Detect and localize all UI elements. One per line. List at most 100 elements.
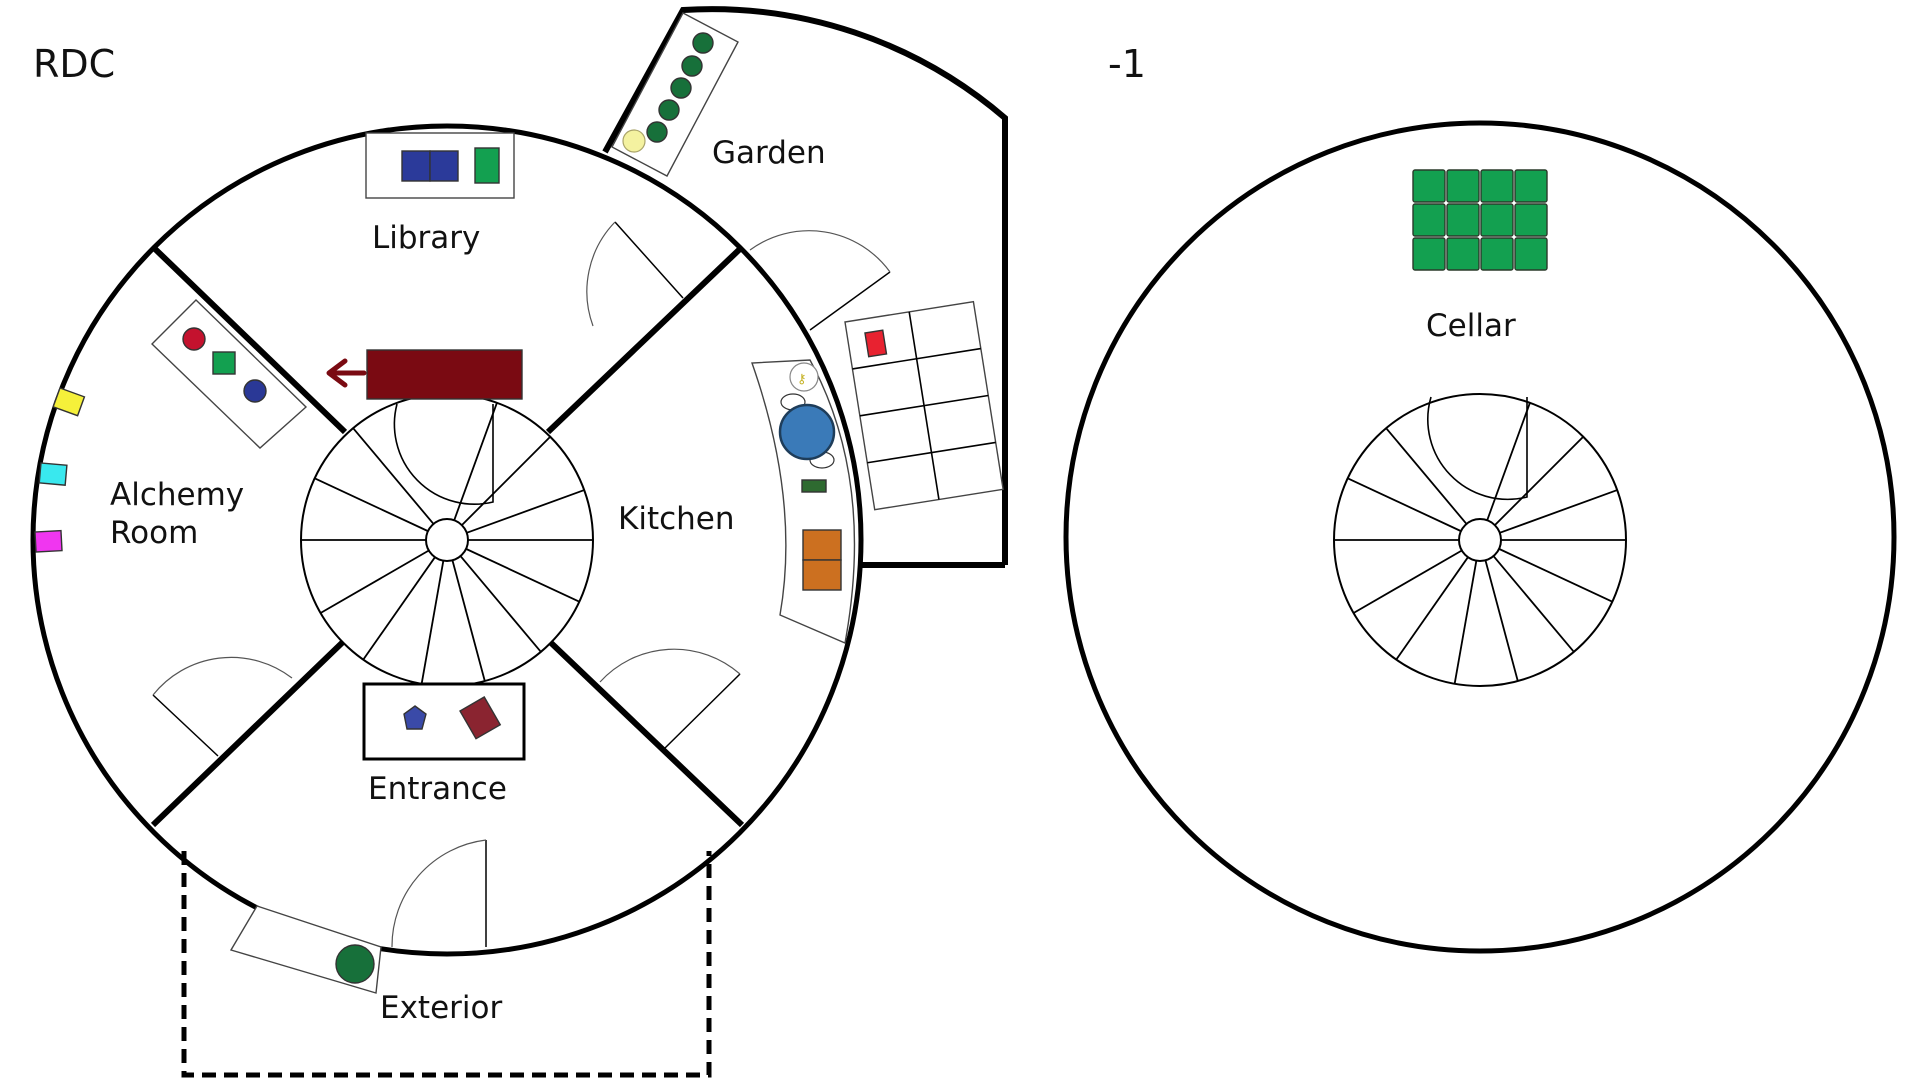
cellar-crate[interactable]	[1446, 169, 1480, 203]
alchemy-door[interactable]	[152, 656, 293, 757]
stair-step	[451, 560, 486, 682]
cellar-crate[interactable]	[1446, 237, 1480, 271]
grid-line	[852, 347, 981, 370]
room-label-alchemy-line1: Alchemy	[110, 477, 244, 513]
stair-step	[1486, 402, 1531, 521]
garden-outer-wall	[602, 6, 1008, 565]
flower-icon[interactable]	[670, 77, 692, 99]
stair-step	[459, 555, 542, 653]
door-leaf	[664, 673, 741, 749]
cellar-crate[interactable]	[1514, 203, 1548, 237]
stair-step	[1492, 555, 1575, 653]
interior-walls	[150, 244, 745, 828]
cellar-crate[interactable]	[1480, 203, 1514, 237]
door-leaf	[614, 221, 684, 299]
green-crystal-icon[interactable]	[212, 351, 236, 375]
room-label-exterior: Exterior	[380, 990, 502, 1026]
book-blue[interactable]	[429, 150, 459, 182]
kitchen-door[interactable]	[599, 648, 741, 749]
spiral-staircase-basement[interactable]	[1333, 393, 1627, 687]
garden-door[interactable]	[749, 230, 891, 331]
cellar-crate[interactable]	[1446, 203, 1480, 237]
kitchen-room[interactable]: ⚷ Kitchen	[618, 359, 856, 644]
orange-crate[interactable]	[802, 529, 842, 561]
orange-crate[interactable]	[802, 559, 842, 591]
cellar-crate[interactable]	[1514, 237, 1548, 271]
exterior-area[interactable]: Exterior	[229, 905, 502, 1026]
staircase-core	[425, 518, 469, 562]
lemon-icon[interactable]	[622, 129, 646, 153]
cellar-crate[interactable]	[1480, 237, 1514, 271]
front-door[interactable]	[391, 839, 487, 948]
cyan-marker[interactable]	[38, 462, 68, 486]
cellar-crate[interactable]	[1412, 169, 1446, 203]
navy-orb-icon[interactable]	[243, 379, 267, 403]
key-icon[interactable]: ⚷	[797, 372, 807, 387]
stair-step	[320, 549, 430, 614]
entrance-console[interactable]	[362, 682, 526, 761]
door-swing-arc	[586, 221, 616, 327]
garden-plot-red[interactable]	[864, 329, 888, 358]
door-swing-arc	[152, 656, 293, 696]
room-label-entrance: Entrance	[368, 771, 507, 807]
blue-gem-icon[interactable]	[403, 705, 427, 730]
stair-step	[352, 427, 435, 525]
kitchen-table[interactable]	[778, 403, 836, 461]
garden-flowers	[622, 32, 714, 153]
book-blue[interactable]	[401, 150, 431, 182]
cellar-crate[interactable]	[1480, 169, 1514, 203]
staircase-core	[1458, 518, 1502, 562]
garden-area[interactable]	[602, 6, 1008, 568]
yellow-marker[interactable]	[52, 387, 86, 417]
flower-icon[interactable]	[658, 99, 680, 121]
red-chest-icon[interactable]	[459, 696, 502, 740]
kitchen-green-item[interactable]	[801, 479, 827, 493]
stair-step	[465, 548, 580, 603]
stair-step	[1499, 489, 1618, 534]
stair-step	[1385, 427, 1468, 525]
flower-icon[interactable]	[692, 32, 714, 54]
bush-icon[interactable]	[335, 944, 375, 984]
door-swing-arc	[391, 839, 487, 948]
grid-line	[867, 441, 996, 464]
wall-nw	[150, 244, 348, 435]
alchemy-room[interactable]: Alchemy Room	[110, 299, 523, 551]
staircase-steps	[301, 402, 593, 684]
cellar-crate[interactable]	[1514, 169, 1548, 203]
door-swing-arc	[599, 648, 741, 683]
door-swing-arc	[749, 230, 891, 273]
door-leaf	[152, 694, 219, 757]
red-flask-icon[interactable]	[182, 327, 206, 351]
entrance-room[interactable]: Entrance	[362, 682, 526, 807]
arrow-left-icon[interactable]	[326, 358, 367, 388]
book-green[interactable]	[474, 147, 500, 184]
exterior-enclosure[interactable]	[181, 851, 712, 1078]
key-plate	[789, 362, 819, 392]
stair-step	[1494, 436, 1584, 526]
garden-plant-rack[interactable]	[611, 12, 739, 177]
stair-step	[1484, 560, 1519, 682]
spiral-staircase-ground[interactable]	[300, 393, 594, 687]
flower-icon[interactable]	[681, 55, 703, 77]
stair-step	[362, 556, 436, 661]
floor-label-basement: -1	[1108, 42, 1146, 86]
cellar-crate[interactable]	[1412, 203, 1446, 237]
flower-icon[interactable]	[646, 121, 668, 143]
stair-step	[1498, 548, 1613, 603]
staircase-landing	[1427, 396, 1528, 501]
door-leaf	[809, 271, 891, 331]
red-bench[interactable]	[366, 349, 523, 400]
library-room[interactable]: Library	[365, 132, 515, 256]
arrow-head	[326, 358, 348, 388]
room-label-cellar: Cellar	[1426, 308, 1516, 344]
cellar-shelving[interactable]: Cellar	[1412, 169, 1548, 344]
garden-planting-grid[interactable]	[844, 300, 1004, 511]
cellar-crate[interactable]	[1412, 237, 1446, 271]
magenta-marker[interactable]	[34, 529, 63, 553]
stair-step	[466, 489, 585, 534]
library-door[interactable]	[586, 221, 684, 327]
stair-step	[314, 477, 429, 532]
room-label-library: Library	[372, 220, 480, 256]
